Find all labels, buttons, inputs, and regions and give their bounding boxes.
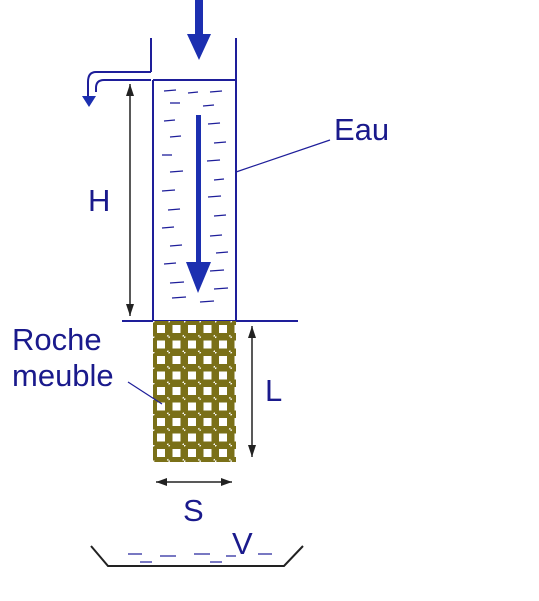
rock-leader-line <box>127 381 163 405</box>
length-label: L <box>265 373 283 408</box>
rock-label-line2: meuble <box>12 357 114 393</box>
volume-label: V <box>232 526 253 561</box>
rock-label-line1: Roche <box>12 322 102 357</box>
collecting-tray <box>90 545 304 567</box>
rock-layer <box>153 321 236 462</box>
length-dimension <box>248 326 256 457</box>
section-label: S <box>183 493 204 528</box>
rock-label: Roche meuble <box>12 322 114 393</box>
inflow-arrow <box>187 0 211 60</box>
column-walls <box>150 38 237 321</box>
section-dimension <box>156 478 232 486</box>
water-leader-line <box>235 139 331 173</box>
flow-arrow <box>186 115 211 293</box>
height-dimension <box>126 84 134 316</box>
height-label: H <box>88 183 111 218</box>
overflow-spout <box>87 71 151 100</box>
overflow-arrow-icon <box>82 96 96 107</box>
water-body <box>161 89 229 303</box>
water-label: Eau <box>334 112 390 147</box>
